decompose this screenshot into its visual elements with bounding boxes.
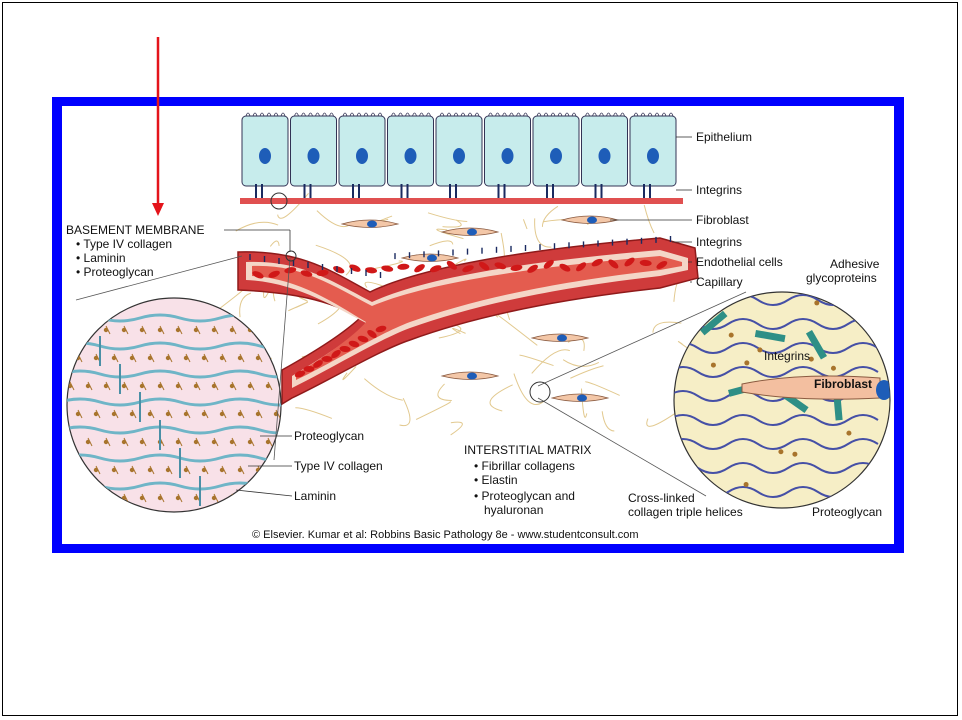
nucleus [453,148,465,164]
proteoglycan-granule [814,300,819,305]
label-glycoproteins: glycoproteins [806,271,877,285]
label-collagen-triple-helices: collagen triple helices [628,505,743,519]
proteoglycan-granule [757,347,762,352]
proteoglycan-granule [266,496,270,500]
proteoglycan-granule [744,360,749,365]
nucleus [550,148,562,164]
basement-membrane-item: • Proteoglycan [76,265,154,279]
proteoglycan-granule [711,363,716,368]
nucleus [599,148,611,164]
red-down-arrow-icon [152,37,164,216]
label-laminin-left: Laminin [294,489,336,503]
proteoglycan-granule [68,328,72,332]
label-proteoglycan-left: Proteoglycan [294,429,364,443]
proteoglycan-granule [831,366,836,371]
credit-line: © Elsevier. Kumar et al: Robbins Basic P… [252,529,639,541]
basement-membrane-item: • Laminin [76,251,126,265]
proteoglycan-granule [68,440,72,444]
nucleus [502,148,514,164]
proteoglycan-granule [86,496,90,500]
label-epithelium: Epithelium [696,130,752,144]
nucleus [647,148,659,164]
epithelial-basement-membrane [240,198,683,204]
basement-membrane-title: BASEMENT MEMBRANE [66,223,204,237]
nucleus [467,373,477,380]
nucleus [587,217,597,224]
label-capillary: Capillary [696,275,743,289]
interstitial-matrix-item: • Elastin [474,473,518,487]
proteoglycan-granule [846,431,851,436]
label-type-iv-collagen-left: Type IV collagen [294,459,383,473]
label-endothelial-cells: Endothelial cells [696,255,783,269]
red-blood-cell [381,265,394,273]
proteoglycan-granule [104,496,108,500]
proteoglycan-granule [837,494,842,499]
interstitial-matrix-item: hyaluronan [484,503,543,517]
proteoglycan-granule [862,476,867,481]
proteoglycan-granule [248,328,252,332]
nucleus [259,148,271,164]
proteoglycan-granule [68,496,72,500]
label-adhesive: Adhesive [830,257,880,271]
proteoglycan-granule [266,328,270,332]
nucleus [367,221,377,228]
interstitial-matrix-title: INTERSTITIAL MATRIX [464,443,591,457]
proteoglycan-granule [778,449,783,454]
proteoglycan-granule [792,452,797,457]
nucleus [356,148,368,164]
nucleus [557,335,567,342]
proteoglycan-granule [76,468,80,472]
nucleus [427,255,437,262]
proteoglycan-granule [744,482,749,487]
label-cross-linked: Cross-linked [628,491,695,505]
proteoglycan-granule [274,356,278,360]
label-integrins-top: Integrins [696,183,742,197]
basement-membrane-item: • Type IV collagen [76,237,172,251]
proteoglycan-granule [86,328,90,332]
nucleus [308,148,320,164]
nucleus [577,395,587,402]
nucleus [405,148,417,164]
label-integrins-vessel: Integrins [696,235,742,249]
label-proteoglycan-right: Proteoglycan [812,505,882,519]
proteoglycan-granule [274,468,278,472]
label-integrins-inset: Integrins [764,349,810,363]
nucleus [467,229,477,236]
proteoglycan-granule [729,333,734,338]
epithelium-layer [242,113,676,198]
proteoglycan-granule [858,298,863,303]
label-fibroblast-inset: Fibroblast [814,377,872,391]
label-fibroblast: Fibroblast [696,213,749,227]
interstitial-matrix-item: • Proteoglycan and [474,489,575,503]
proteoglycan-granule [248,496,252,500]
red-blood-cell [397,263,409,270]
interstitial-matrix-item: • Fibrillar collagens [474,459,575,473]
